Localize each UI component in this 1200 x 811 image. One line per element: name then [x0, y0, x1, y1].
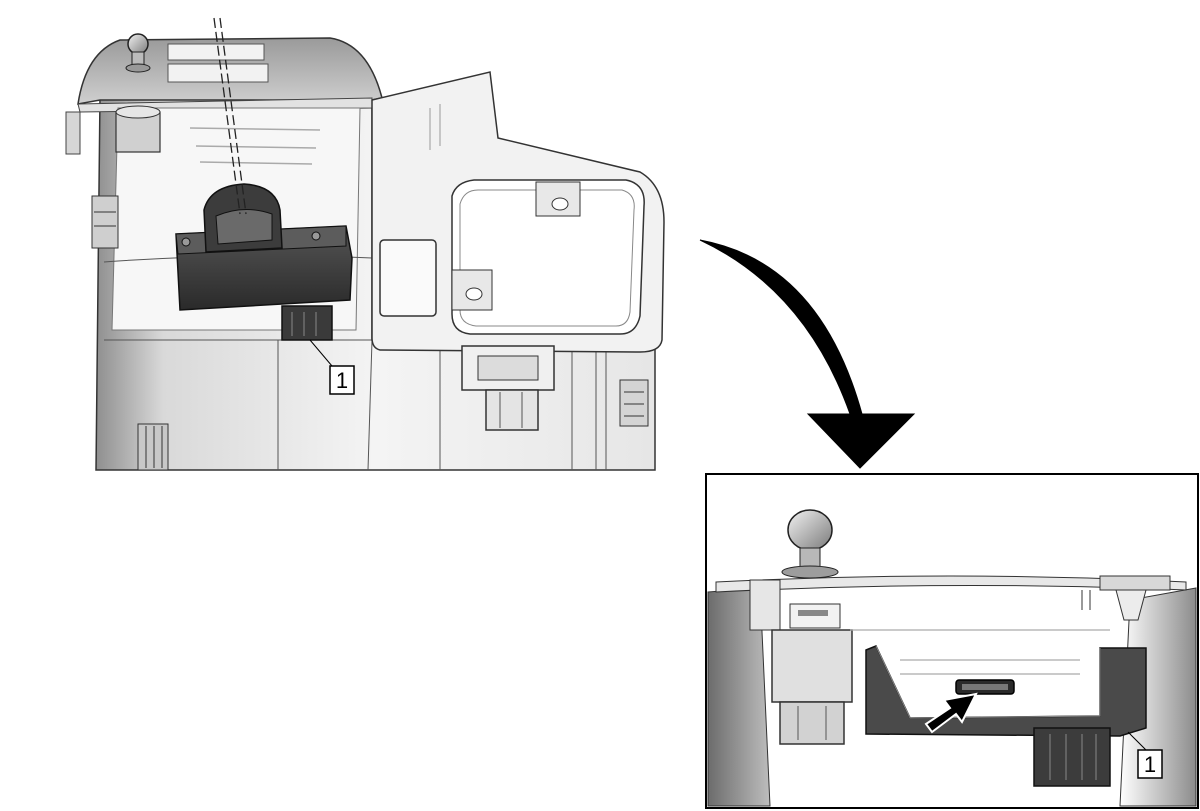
detail-clip-left [749, 579, 853, 745]
bezel-connector [461, 345, 555, 431]
transition-arrow [699, 239, 916, 469]
detail-top-rail [715, 575, 1187, 593]
detail-mounting-stud [781, 509, 839, 579]
side-clip-left [91, 195, 119, 249]
top-slots [167, 43, 269, 83]
mounting-stud [125, 33, 151, 73]
cavity-ribs [189, 127, 321, 165]
release-tab-arrow [924, 692, 978, 734]
bezel-frame [371, 71, 665, 353]
switch-assembly [175, 183, 353, 341]
detail-cavity-lines [850, 629, 1110, 675]
callout-1-main: 1 [309, 339, 355, 395]
callout-1-detail: 1 [1127, 731, 1163, 779]
callout-label: 1 [336, 368, 348, 393]
detail-view: 1 [705, 473, 1199, 809]
main-view: 1 [65, 17, 665, 471]
detail-clip-right [1081, 575, 1171, 621]
clip-boss-left [115, 105, 161, 153]
bezel-window [379, 239, 437, 317]
left-edge-tab [65, 111, 81, 155]
lower-clip-left [137, 423, 169, 471]
callout-label: 1 [1144, 752, 1156, 777]
alignment-centerline [213, 17, 247, 215]
right-vent [619, 379, 649, 427]
detail-switch-housing [865, 645, 1147, 787]
